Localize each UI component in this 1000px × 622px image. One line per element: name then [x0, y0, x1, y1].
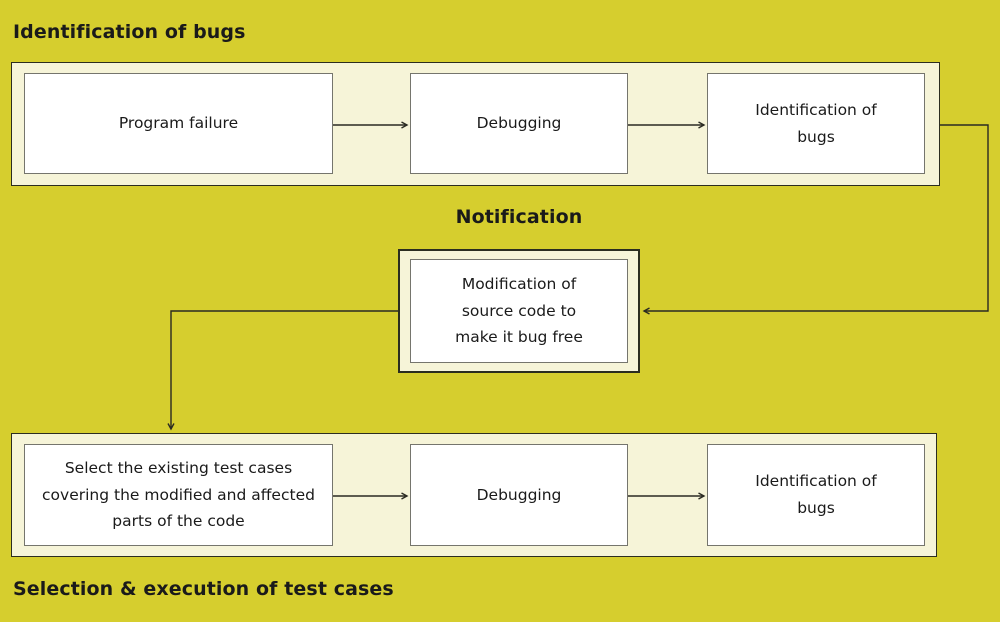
panel-identification-of-bugs: Program failure Debugging Identification… — [11, 62, 940, 186]
flow-box-modification-of-source-code: Modification of source code to make it b… — [410, 259, 628, 363]
flow-box-identification-of-bugs-bottom: Identification of bugs — [707, 444, 925, 546]
flow-box-identification-of-bugs-top: Identification of bugs — [707, 73, 925, 174]
section-title-selection-execution: Selection & execution of test cases — [13, 578, 394, 600]
connector-modification-to-selection — [171, 310, 398, 429]
flow-box-program-failure: Program failure — [24, 73, 333, 174]
panel-notification: Modification of source code to make it b… — [398, 249, 640, 373]
flow-box-label: Program failure — [118, 114, 239, 133]
panel-selection-execution: Select the existing test cases covering … — [11, 433, 937, 557]
flow-box-select-existing-test-cases: Select the existing test cases covering … — [24, 444, 333, 546]
flow-box-label: Modification of source code to make it b… — [455, 275, 583, 347]
flow-box-debugging-top: Debugging — [410, 73, 628, 174]
flow-box-label: Select the existing test cases covering … — [42, 459, 315, 531]
flow-box-label: Debugging — [476, 485, 562, 504]
flow-box-label: Identification of bugs — [755, 100, 877, 146]
section-title-identification-of-bugs: Identification of bugs — [13, 21, 246, 43]
flow-box-label: Debugging — [476, 114, 562, 133]
section-title-notification: Notification — [455, 206, 583, 228]
flow-box-label: Identification of bugs — [755, 472, 877, 517]
flow-box-debugging-bottom: Debugging — [410, 444, 628, 546]
